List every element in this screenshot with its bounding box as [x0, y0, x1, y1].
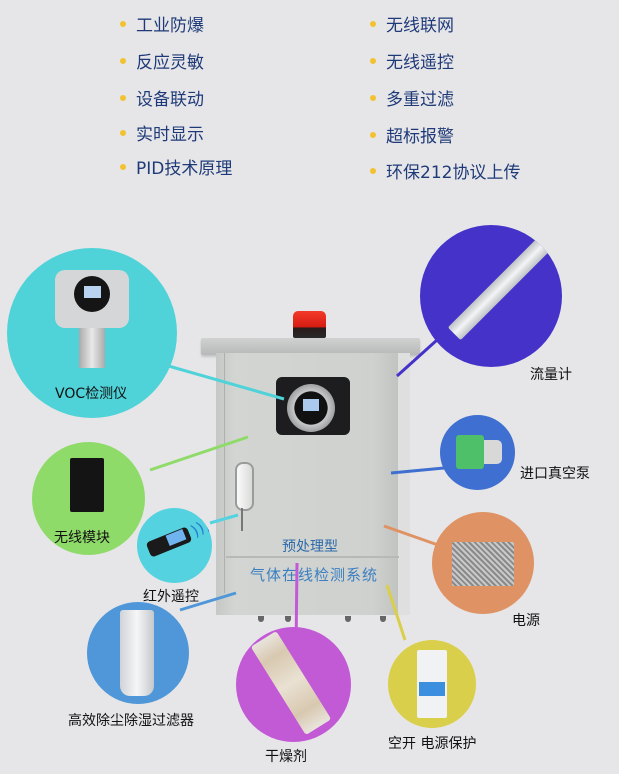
feature-item: 反应灵敏	[120, 48, 204, 73]
label-power: 电源	[512, 613, 540, 629]
bullet-icon	[370, 21, 376, 27]
label-ir-remote: 红外遥控	[143, 589, 199, 605]
label-wireless-module: 无线模块	[54, 530, 110, 546]
power-supply-icon	[452, 542, 514, 586]
label-breaker: 空开 电源保护	[388, 736, 477, 752]
feature-item: 设备联动	[120, 85, 204, 110]
wireless-module-icon	[70, 458, 104, 512]
component-pump	[440, 415, 515, 490]
cable-gland-icon	[345, 616, 351, 622]
cable-gland-icon	[380, 616, 386, 622]
label-pump: 进口真空泵	[520, 466, 590, 482]
feature-item: 环保212协议上传	[370, 158, 520, 183]
bullet-icon	[370, 168, 376, 174]
component-flowmeter	[420, 225, 562, 367]
cable-gland-icon	[285, 616, 291, 622]
bullet-icon	[370, 58, 376, 64]
bullet-icon	[370, 95, 376, 101]
label-voc: VOC检测仪	[55, 386, 128, 402]
feature-item: 无线联网	[370, 11, 454, 36]
label-desiccant: 干燥剂	[265, 749, 307, 765]
filter-icon	[120, 610, 154, 696]
component-wireless-module	[32, 442, 145, 555]
flowmeter-icon	[447, 235, 553, 341]
door-handle-icon	[235, 462, 254, 511]
feature-item: 多重过滤	[370, 85, 454, 110]
component-ir-remote: )))	[137, 508, 212, 583]
feature-item: 实时显示	[120, 120, 204, 145]
component-desiccant	[236, 627, 351, 742]
cabinet-label-system: 气体在线检测系统	[250, 566, 379, 584]
component-power	[432, 512, 534, 614]
desiccant-tube-icon	[250, 630, 332, 736]
label-filter: 高效除尘除湿过滤器	[68, 713, 194, 729]
detector-screen	[303, 399, 319, 411]
feature-item: 超标报警	[370, 122, 454, 147]
bullet-icon	[120, 21, 126, 27]
cabinet-divider	[226, 556, 399, 558]
bullet-icon	[120, 164, 126, 170]
component-breaker	[388, 640, 476, 728]
feature-item: PID技术原理	[120, 154, 232, 179]
feature-item: 无线遥控	[370, 48, 454, 73]
cabinet-roof	[201, 338, 420, 355]
alarm-beacon-icon	[293, 311, 326, 338]
bullet-icon	[120, 95, 126, 101]
component-voc	[7, 248, 177, 418]
bullet-icon	[120, 130, 126, 136]
cabinet-label-type: 预处理型	[282, 539, 338, 555]
door-seam	[224, 353, 225, 593]
bullet-icon	[370, 132, 376, 138]
component-filter	[87, 602, 189, 704]
key-icon	[241, 508, 243, 531]
label-flowmeter: 流量计	[530, 367, 572, 383]
vacuum-pump-icon	[456, 435, 484, 469]
cable-gland-icon	[258, 616, 264, 622]
feature-item: 工业防爆	[120, 11, 204, 36]
cabinet-side	[398, 353, 410, 615]
bullet-icon	[120, 58, 126, 64]
